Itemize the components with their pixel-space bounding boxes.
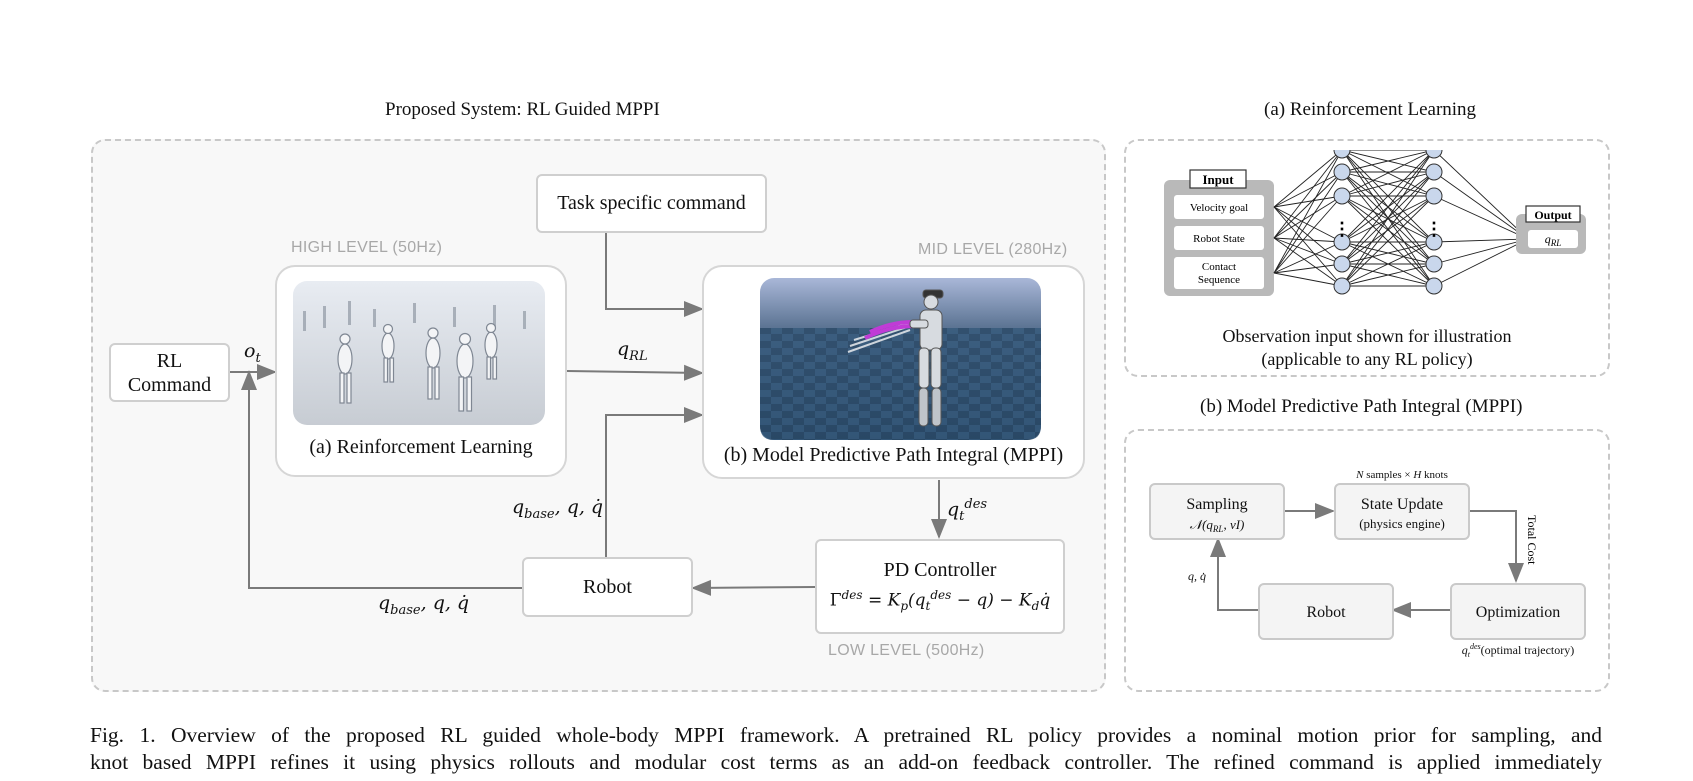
rl-panel [1124, 139, 1610, 377]
nn-node-l2-5 [1425, 255, 1443, 273]
rl-command-line2: Command [127, 373, 212, 396]
arrow-pd-to-robot [691, 579, 816, 596]
mppi-samples-label: N samples × H knots [1355, 469, 1448, 481]
caption-line2: knot based MPPI refines it using physics… [90, 750, 1602, 774]
q-des-signal-label: qtdes [947, 497, 988, 525]
q-rl-signal-label: qRL [617, 338, 648, 364]
mppi-state-update-sub: (physics engine) [1359, 516, 1445, 531]
low-level-label: LOW LEVEL (500Hz) [828, 642, 985, 659]
rl-input-label: Input [1202, 172, 1234, 187]
arrow-rl-to-mppi [566, 364, 704, 381]
caption-line1: Fig. 1. Overview of the proposed RL guid… [90, 723, 1602, 747]
rl-panel-title: (a) Reinforcement Learning [1264, 99, 1477, 120]
hidden-layer-2-ellipsis: ⋮ [1425, 219, 1443, 239]
mppi-state-update-label: State Update [1361, 496, 1443, 513]
rl-note-line2: (applicable to any RL policy) [1261, 349, 1473, 369]
mppi-module-caption: (b) Model Predictive Path Integral (MPPI… [723, 444, 1064, 466]
q-feedback-label-top: qbase, q, q̇ [512, 496, 604, 522]
pd-controller-label: PD Controller [883, 559, 997, 582]
nn-node-l1-5 [1333, 255, 1351, 273]
nn-node-l1-2 [1333, 163, 1351, 181]
rl-input-contact-sequence: Contact [1202, 261, 1236, 273]
pd-controller-box: PD Controller Γdes = Kp(qtdes − q) − Kdq… [815, 539, 1065, 634]
rl-output-label: Output [1534, 208, 1571, 222]
robot-label: Robot [583, 575, 632, 598]
mppi-feedback-label: q, q̇ [1188, 569, 1206, 583]
rl-input-contact-sequence-2: Sequence [1198, 274, 1240, 286]
rl-input-robot-state: Robot State [1193, 233, 1245, 245]
mppi-optimization-label: Optimization [1476, 604, 1560, 621]
high-level-label: HIGH LEVEL (50Hz) [291, 239, 443, 256]
task-command-box: Task specific command [536, 174, 767, 233]
rl-note-line1: Observation input shown for illustration [1222, 326, 1512, 346]
mppi-sampling-label: Sampling [1186, 496, 1247, 513]
nn-node-l2-2 [1425, 163, 1443, 181]
nn-node-l1-3 [1333, 187, 1351, 205]
nn-node-l2-3 [1425, 187, 1443, 205]
pd-equation: Γdes = Kp(qtdes − q) − Kdq̇ [829, 588, 1051, 614]
task-command-label: Task specific command [557, 192, 746, 214]
nn-node-l2-1 [1425, 150, 1443, 159]
main-diagram-title: Proposed System: RL Guided MPPI [385, 99, 660, 120]
nn-node-l1-6 [1333, 277, 1351, 295]
mppi-panel [1124, 429, 1610, 692]
rl-command-box: RL Command [109, 343, 230, 402]
mppi-robot-label: Robot [1306, 604, 1346, 621]
mppi-panel-title: (b) Model Predictive Path Integral (MPPI… [1200, 396, 1523, 417]
q-feedback-label-bottom: qbase, q, q̇ [378, 592, 470, 618]
mppi-sampling-dist: 𝒩(qRL, νI) [1190, 517, 1245, 534]
hidden-layer-1-ellipsis: ⋮ [1333, 219, 1351, 239]
rl-simulation-image [293, 281, 545, 425]
arrow-robot-to-mppi [605, 407, 704, 557]
rl-command-line1: RL [156, 349, 183, 372]
rl-panel-note: Observation input shown for illustration… [1124, 325, 1610, 371]
nn-node-l1-1 [1333, 150, 1351, 159]
rl-network-diagram: Input Velocity goal Robot State Contact … [1164, 150, 1586, 296]
arrow-task-to-mppi [605, 233, 704, 317]
figure-caption: Fig. 1. Overview of the proposed RL guid… [90, 722, 1602, 776]
nn-node-l2-6 [1425, 277, 1443, 295]
nn-node-l1-4 [1333, 233, 1351, 251]
robot-box: Robot [522, 557, 693, 617]
mppi-total-cost-label: Total Cost [1525, 515, 1539, 565]
mppi-simulation-image [760, 278, 1041, 440]
mppi-loop-diagram: Sampling 𝒩(qRL, νI) State Update (physic… [1149, 469, 1586, 659]
mppi-optimal-label: qtdes(optimal trajectory) [1462, 642, 1575, 659]
rl-input-velocity-goal: Velocity goal [1190, 202, 1248, 214]
obs-signal-label: ot [244, 340, 261, 366]
arrow-robot-feedback-to-rl [241, 370, 522, 589]
rl-module-caption: (a) Reinforcement Learning [309, 436, 533, 458]
nn-node-l2-4 [1425, 233, 1443, 251]
mid-level-label: MID LEVEL (280Hz) [918, 241, 1068, 258]
